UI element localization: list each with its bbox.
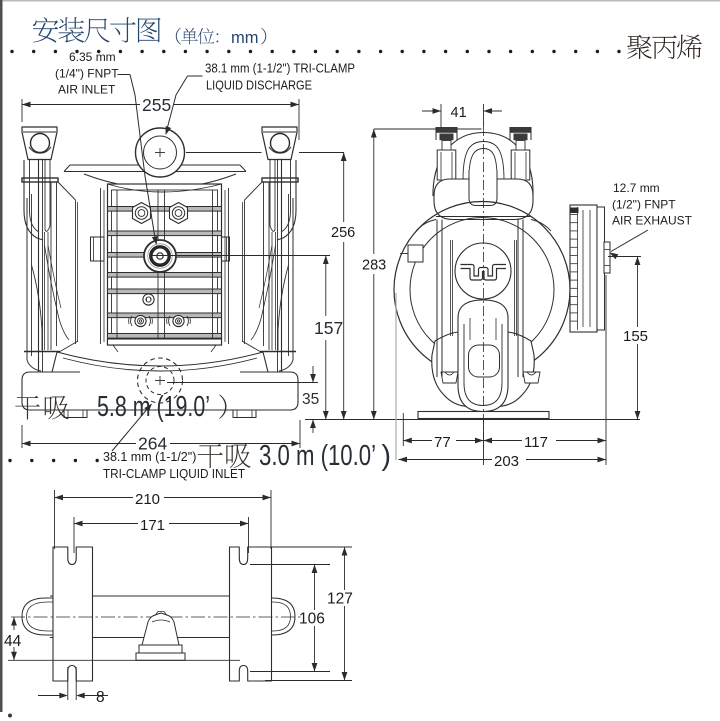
svg-text:AIR INLET: AIR INLET (58, 83, 116, 97)
svg-text:41: 41 (451, 105, 467, 121)
svg-text:117: 117 (524, 434, 548, 451)
svg-text:38.1 mm (1-1/2") TRI-CLAMP: 38.1 mm (1-1/2") TRI-CLAMP (205, 62, 355, 76)
svg-text:171: 171 (140, 517, 165, 534)
svg-text:35: 35 (302, 391, 319, 408)
svg-text:5.8 m (19.0’: 5.8 m (19.0’ (97, 391, 210, 423)
svg-text:44: 44 (4, 633, 22, 650)
svg-text:77: 77 (434, 434, 451, 451)
svg-text:264: 264 (138, 434, 167, 454)
svg-text:TRI-CLAMP LIQUID INLET: TRI-CLAMP LIQUID INLET (103, 466, 245, 481)
svg-text:283: 283 (362, 258, 386, 274)
svg-text:mm: mm (231, 29, 259, 47)
svg-text:LIQUID DISCHARGE: LIQUID DISCHARGE (206, 79, 312, 93)
svg-text:12.7 mm: 12.7 mm (613, 181, 660, 195)
svg-text:): ) (382, 440, 392, 472)
svg-text:38.1 mm (1-1/2"): 38.1 mm (1-1/2") (103, 450, 196, 464)
svg-text:255: 255 (142, 95, 171, 115)
svg-text:157: 157 (314, 318, 343, 338)
svg-text:AIR EXHAUST: AIR EXHAUST (612, 214, 693, 228)
svg-text:(1/4") FNPT: (1/4") FNPT (55, 67, 119, 81)
svg-text:210: 210 (135, 491, 160, 508)
svg-text:106: 106 (299, 611, 325, 628)
svg-text:6.35 mm: 6.35 mm (69, 50, 116, 64)
svg-text:256: 256 (331, 225, 355, 241)
svg-text:(1/2") FNPT: (1/2") FNPT (612, 198, 676, 212)
svg-text:127: 127 (327, 591, 353, 608)
svg-text:8: 8 (96, 689, 105, 706)
svg-text:203: 203 (494, 453, 519, 470)
svg-text:155: 155 (623, 328, 648, 345)
svg-text:3.0 m (10.0’: 3.0 m (10.0’ (259, 440, 376, 472)
